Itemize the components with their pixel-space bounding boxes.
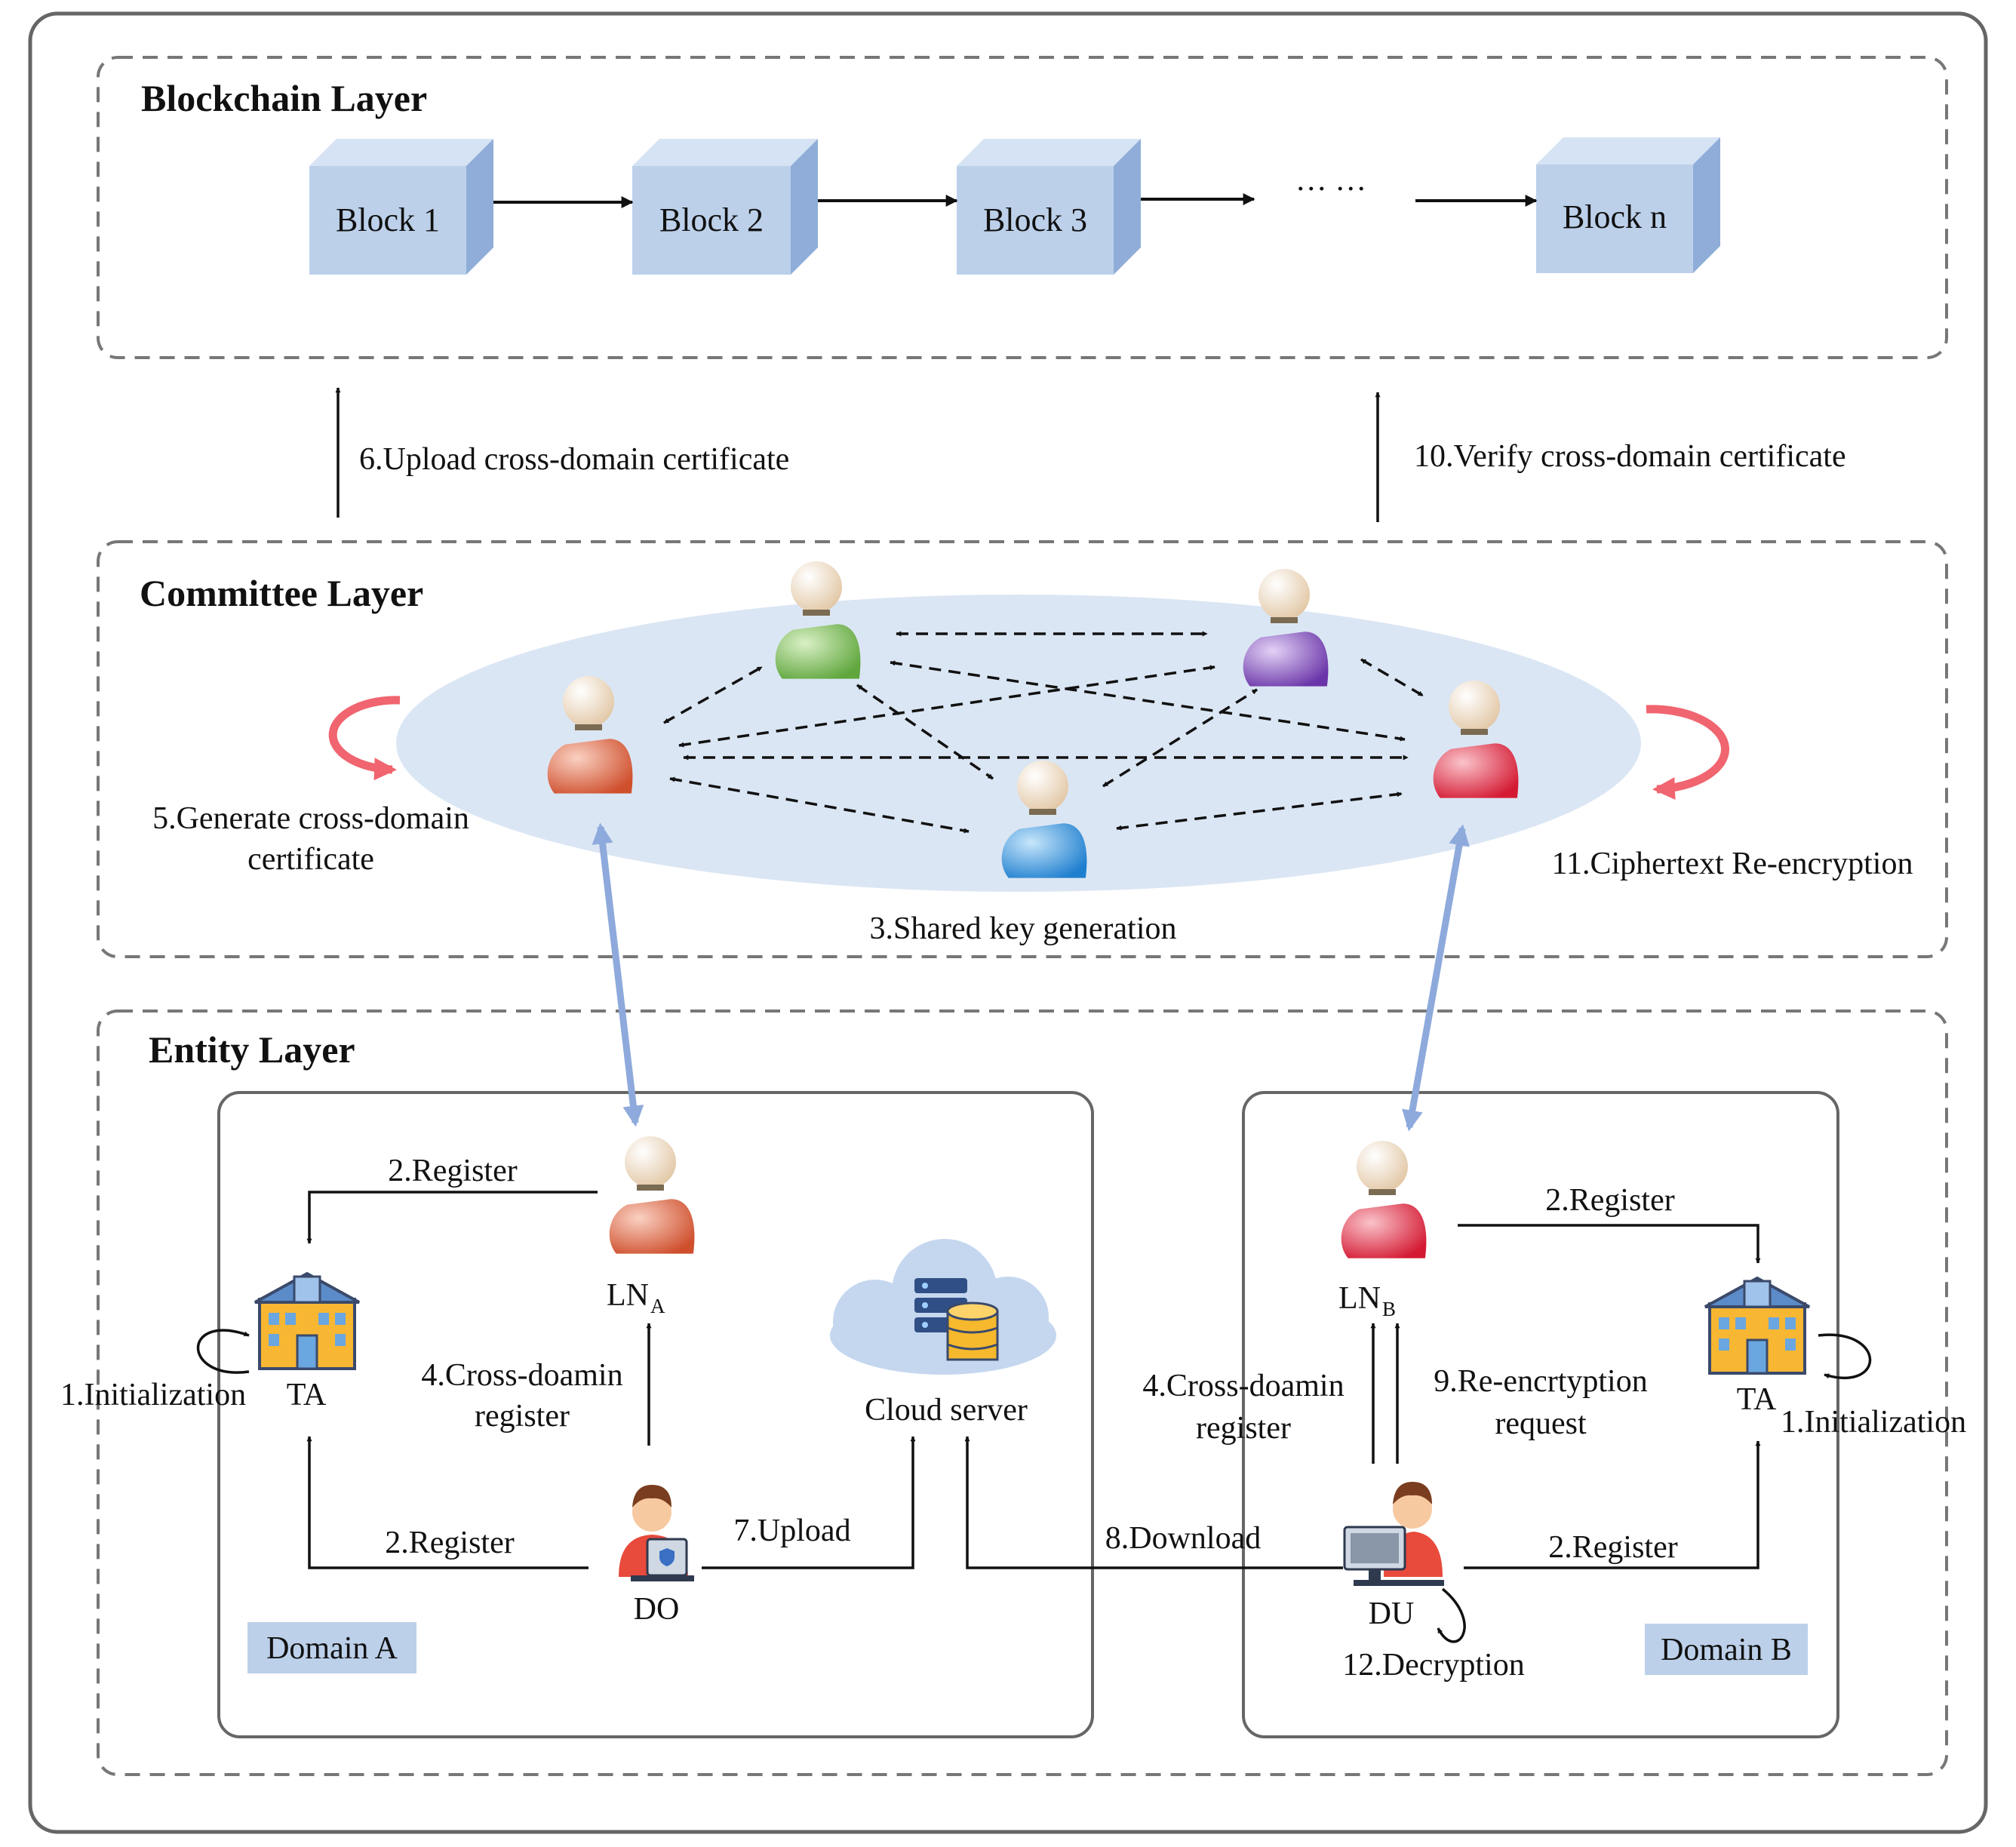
du-register-label: 2.Register	[1548, 1530, 1677, 1565]
block-2: Block 2	[632, 139, 818, 275]
ta-a-label: TA	[287, 1378, 327, 1412]
ln-b-node	[1341, 1141, 1427, 1258]
ta-b-init-label: 1.Initialization	[1781, 1405, 1966, 1440]
du-label: DU	[1369, 1597, 1415, 1631]
block-3-label: Block 3	[983, 201, 1087, 238]
du-cross-register-label-2: register	[1196, 1411, 1291, 1446]
mesh-orange-purple	[678, 665, 1215, 748]
ln-a-subscript: A	[650, 1295, 665, 1317]
reencryption-request-label-1: 9.Re-encrtyption	[1434, 1364, 1647, 1399]
ln-a-label: LN	[607, 1278, 649, 1313]
mesh-blue-purple	[1102, 688, 1258, 788]
domain-b-label: Domain B	[1661, 1633, 1792, 1667]
link-committee-ln-a	[592, 822, 644, 1127]
link-committee-ln-b	[1402, 824, 1470, 1132]
block-n: Block n	[1536, 137, 1720, 273]
blockchain-layer-box	[97, 56, 1948, 359]
committee-node-red	[1433, 681, 1519, 798]
do-label: DO	[634, 1592, 680, 1627]
do-register-arrow	[306, 1436, 589, 1569]
committee-node-blue	[1001, 761, 1087, 878]
ta-b-init-loop	[1818, 1333, 1872, 1379]
entity-layer-box	[97, 1010, 1948, 1776]
ln-a-register-label: 2.Register	[388, 1154, 517, 1188]
domain-a-label: Domain A	[266, 1631, 398, 1666]
do-cross-register-label-1: 4.Cross-doamin	[421, 1358, 622, 1393]
domain-b-box	[1242, 1091, 1839, 1738]
do-cross-register-label-2: register	[475, 1399, 570, 1434]
mesh-blue-red	[1116, 791, 1403, 831]
shared-key-label: 3.Shared key generation	[869, 911, 1176, 946]
ta-a-building-icon	[254, 1271, 360, 1370]
block-2-label: Block 2	[659, 201, 764, 238]
domain-a-tag: Domain A	[247, 1622, 416, 1673]
do-register-label: 2.Register	[385, 1526, 514, 1560]
ln-b-subscript: B	[1382, 1298, 1396, 1320]
ta-b-building-icon	[1704, 1276, 1810, 1375]
ln-a-node	[609, 1136, 695, 1254]
decryption-label: 12.Decryption	[1342, 1648, 1524, 1683]
du-register-arrow	[1464, 1440, 1761, 1569]
generate-certificate-loop-icon	[328, 696, 401, 781]
domain-b-tag: Domain B	[1645, 1624, 1808, 1675]
cloud-server-label: Cloud server	[865, 1393, 1028, 1428]
ln-b-label: LN	[1338, 1281, 1381, 1316]
reencryption-loop-icon	[1646, 705, 1729, 801]
upload-certificate-label: 6.Upload cross-domain certificate	[359, 442, 789, 477]
reencryption-request-label-2: request	[1495, 1406, 1587, 1441]
block-3: Block 3	[957, 139, 1141, 275]
ta-b-label: TA	[1737, 1382, 1777, 1417]
chain-ellipsis: ··· ···	[1295, 172, 1366, 207]
reencryption-label: 11.Ciphertext Re-encryption	[1552, 847, 1913, 881]
outer-frame	[28, 11, 1988, 1834]
ln-a-register-arrow	[306, 1191, 598, 1244]
blockchain-layer-title: Blockchain Layer	[141, 77, 427, 119]
du-desktop-user-icon	[1343, 1482, 1444, 1586]
download-label: 8.Download	[1105, 1521, 1261, 1556]
committee-node-orange	[547, 676, 633, 794]
upload-label: 7.Upload	[733, 1514, 850, 1548]
mesh-purple-red	[1360, 658, 1424, 697]
block-n-label: Block n	[1563, 198, 1667, 235]
entity-layer-title: Entity Layer	[149, 1028, 355, 1071]
committee-mesh	[663, 631, 1424, 834]
ln-b-register-label: 2.Register	[1545, 1183, 1674, 1218]
verify-certificate-label: 10.Verify cross-domain certificate	[1414, 439, 1846, 474]
committee-node-green	[775, 561, 861, 679]
do-laptop-user-icon	[619, 1485, 694, 1581]
mesh-orange-blue	[669, 776, 970, 834]
generate-certificate-label-1: 5.Generate cross-domain	[152, 801, 469, 836]
ta-a-init-loop	[196, 1329, 250, 1374]
committee-layer-box	[97, 540, 1948, 958]
du-cross-register-label-1: 4.Cross-doamin	[1142, 1369, 1344, 1403]
committee-layer-title: Committee Layer	[140, 572, 423, 614]
domain-a-box	[217, 1091, 1094, 1738]
generate-certificate-label-2: certificate	[247, 842, 374, 877]
ta-a-init-label: 1.Initialization	[60, 1378, 246, 1412]
ln-b-register-arrow	[1458, 1224, 1761, 1264]
committee-node-purple	[1243, 569, 1329, 687]
do-upload-arrow	[702, 1436, 916, 1569]
block-1: Block 1	[309, 139, 493, 275]
block-1-label: Block 1	[336, 201, 440, 238]
cloud-database-icon	[830, 1239, 1056, 1375]
du-decryption-loop	[1437, 1587, 1466, 1643]
du-download-arrow	[964, 1436, 1343, 1569]
